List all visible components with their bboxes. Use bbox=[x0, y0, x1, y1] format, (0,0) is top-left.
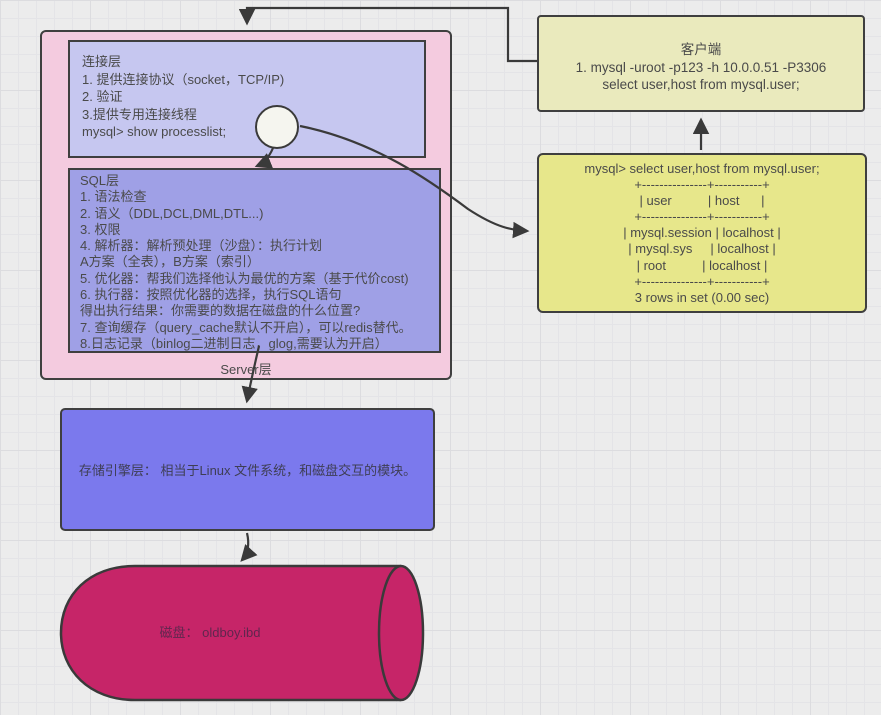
connection-layer-text: 连接层 1. 提供连接协议（socket，TCP/IP) 2. 验证 3.提供专用连接… bbox=[70, 42, 424, 141]
text-line: 5. 优化器：帮我们选择他认为最优的方案（基于代价cost) bbox=[80, 270, 409, 286]
text-line: A方案（全表），B方案（索引） bbox=[80, 254, 260, 270]
storage-engine-layer-box[interactable]: 存储引擎层： 相当于Linux 文件系统，和磁盘交互的模块。 bbox=[60, 408, 435, 531]
text-line: 连接层 bbox=[82, 54, 122, 69]
text-line: 2. 验证 bbox=[82, 89, 123, 104]
text-line: SQL层 bbox=[80, 173, 120, 188]
disk-cylinder-body[interactable] bbox=[59, 564, 401, 702]
text-line: 3.提供专用连接线程 bbox=[82, 106, 197, 122]
text-line: | root | localhost | bbox=[636, 257, 768, 273]
text-line: 7. 查询缓存（query_cache默认不开启），可以redis替代。 bbox=[80, 319, 412, 335]
query-result-box[interactable]: mysql> select user,host from mysql.user;… bbox=[537, 153, 867, 313]
text-line: 4. 解析器：解析预处理（沙盘）：执行计划 bbox=[80, 238, 322, 254]
text-line: | mysql.sys | localhost | bbox=[628, 241, 776, 257]
text-line: +---------------+-----------+ bbox=[634, 177, 770, 193]
disk-label: 磁盘： oldboy.ibd bbox=[159, 625, 261, 640]
text-line: +---------------+-----------+ bbox=[634, 209, 770, 225]
text-line: 6. 执行器：按照优化器的选择，执行SQL语句 bbox=[80, 287, 342, 303]
text-line: | user | host | bbox=[639, 193, 765, 209]
connection-layer-box[interactable]: 连接层 1. 提供连接协议（socket，TCP/IP) 2. 验证 3.提供专用连接… bbox=[68, 40, 426, 158]
text-line: 2. 语义（DDL,DCL,DML,DTL...) bbox=[80, 205, 264, 221]
arrow-storage-to-disk[interactable] bbox=[240, 532, 258, 562]
text-line: 客户端 bbox=[680, 42, 722, 57]
text-line: mysql> show processlist; bbox=[82, 124, 227, 139]
text-line: 8.日志记录（binlog二进制日志，glog,需要认为开启） bbox=[80, 335, 388, 351]
text-line: +---------------+-----------+ bbox=[634, 273, 770, 289]
text-line: 1. mysql -uroot -p123 -h 10.0.0.51 -P330… bbox=[575, 59, 827, 75]
text-line: | mysql.session | localhost | bbox=[623, 225, 781, 241]
client-box[interactable]: 客户端 1. mysql -uroot -p123 -h 10.0.0.51 -P… bbox=[537, 15, 865, 112]
text-line: 1. 语法检查 bbox=[80, 189, 147, 205]
text-line: 得出执行结果：你需要的数据在磁盘的什么位置? bbox=[80, 303, 361, 319]
text-line: 1. 提供连接协议（socket，TCP/IP) bbox=[82, 71, 285, 87]
text-line: 3. 权限 bbox=[80, 221, 121, 237]
text-line: mysql> select user,host from mysql.user; bbox=[584, 161, 820, 176]
storage-engine-label: 存储引擎层： 相当于Linux 文件系统，和磁盘交互的模块。 bbox=[78, 463, 417, 478]
disk-cylinder[interactable] bbox=[53, 562, 427, 704]
text-line: select user,host from mysql.user; bbox=[602, 77, 800, 92]
server-layer-label: Server层 bbox=[220, 362, 272, 377]
thread-circle-node[interactable] bbox=[255, 105, 299, 149]
text-line: 3 rows in set (0.00 sec) bbox=[634, 289, 770, 305]
disk-cylinder-cap[interactable] bbox=[377, 564, 425, 702]
